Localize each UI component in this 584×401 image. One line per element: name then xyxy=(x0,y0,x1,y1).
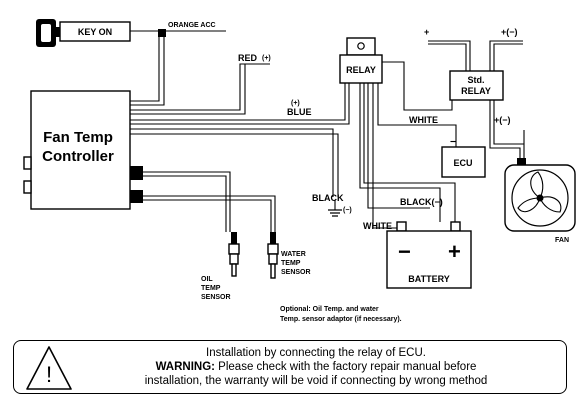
wire-relay-std xyxy=(382,61,453,111)
battery-box xyxy=(386,230,472,289)
white-lower-label: WHITE xyxy=(363,221,392,231)
wire-relay-to-battery-plus-2 xyxy=(363,83,456,222)
notice-line-3: installation, the warranty will be void … xyxy=(144,375,488,387)
plus-minus-fan-label: +(−) xyxy=(494,115,511,125)
wire-relay-black-minus xyxy=(367,83,430,209)
oil-sensor-label-2: TEMP xyxy=(201,285,221,292)
white-upper-label: WHITE xyxy=(409,115,438,125)
wire-water-sensor xyxy=(143,195,276,232)
wire-std-relay-fan xyxy=(489,100,524,160)
black-minus-label: BLACK(−) xyxy=(400,197,443,207)
wire-relay-white xyxy=(372,83,401,229)
controller-title-1: Fan Temp xyxy=(43,129,113,146)
wire-orange-acc xyxy=(130,37,165,106)
oil-temp-sensor xyxy=(228,232,240,277)
wire-black-ground-2 xyxy=(130,133,339,197)
battery-minus: − xyxy=(398,239,411,264)
wire-relay-ecu xyxy=(377,83,457,147)
svg-text:!: ! xyxy=(46,362,52,387)
warning-triangle-icon: ! xyxy=(26,346,72,390)
controller-title-2: Controller xyxy=(42,148,114,165)
sensor-connector-2 xyxy=(130,190,143,203)
warning-notice: ! Installation by connecting the relay o… xyxy=(13,340,567,394)
optional-note-2: Temp. sensor adaptor (if necessary). xyxy=(280,316,402,323)
ecu-minus-sign: − xyxy=(450,136,456,148)
key-on-label: KEY ON xyxy=(78,27,112,37)
controller-tab-1 xyxy=(23,156,32,170)
std-relay-label-1: Std. xyxy=(468,75,485,85)
wire-blue-plus-2 xyxy=(130,83,350,125)
warning-label: WARNING: xyxy=(155,361,215,373)
relay-label: RELAY xyxy=(346,65,376,75)
notice-line-1: Installation by connecting the relay of … xyxy=(206,347,426,359)
water-temp-sensor xyxy=(267,232,279,279)
blue-wire-sign: (+) xyxy=(291,100,300,107)
fan-temp-controller xyxy=(30,90,131,210)
controller-tab-2 xyxy=(23,180,32,194)
wire-oil-sensor xyxy=(143,171,231,232)
water-sensor-label-1: WATER xyxy=(281,251,306,258)
wire-plus-minus-top xyxy=(489,40,523,71)
wire-blue-plus xyxy=(130,83,346,121)
wire-black-ground xyxy=(130,128,334,197)
fan-icon xyxy=(504,164,576,232)
wire-plus-top xyxy=(428,40,471,71)
notice-line-2-rest: Please check with the factory repair man… xyxy=(214,361,477,373)
std-relay-box xyxy=(449,70,504,101)
oil-sensor-label-3: SENSOR xyxy=(201,294,231,301)
water-sensor-label-2: TEMP xyxy=(281,260,301,267)
optional-note-1: Optional: Oil Temp. and water xyxy=(280,306,379,313)
ecu-box xyxy=(441,146,486,178)
relay-mount-tab xyxy=(346,37,376,56)
orange-acc-label: ORANGE ACC xyxy=(168,22,216,29)
connector-acc xyxy=(158,29,166,37)
key-icon xyxy=(36,19,60,47)
ground-symbol-icon xyxy=(328,200,342,217)
plus-top-left: + xyxy=(424,27,429,37)
fan-connector xyxy=(517,158,526,165)
wire-relay-to-battery-plus xyxy=(359,83,441,222)
water-sensor-label-3: SENSOR xyxy=(281,269,311,276)
battery-terminals xyxy=(396,221,461,232)
ecu-label: ECU xyxy=(453,158,472,168)
wire-red-plus xyxy=(130,63,270,111)
std-relay-label-2: RELAY xyxy=(461,86,491,96)
oil-sensor-label-1: OIL xyxy=(201,276,213,283)
fan-label: FAN xyxy=(555,237,569,244)
plus-minus-top-right: +(−) xyxy=(501,27,518,37)
black-ground-label: BLACK xyxy=(312,193,344,203)
blue-wire-label: BLUE xyxy=(287,107,312,117)
red-wire-sign: (+) xyxy=(262,55,271,62)
black-ground-sign: (−) xyxy=(343,207,352,214)
relay-box xyxy=(339,54,383,84)
notice-text: Installation by connecting the relay of … xyxy=(72,346,560,388)
battery-plus: + xyxy=(448,239,461,264)
sensor-connector-1 xyxy=(130,166,143,180)
wire-red-plus-2 xyxy=(130,64,246,115)
notice-line-2: WARNING: Please check with the factory r… xyxy=(72,360,560,374)
battery-label: BATTERY xyxy=(408,274,450,284)
red-wire-label: RED xyxy=(238,53,258,63)
